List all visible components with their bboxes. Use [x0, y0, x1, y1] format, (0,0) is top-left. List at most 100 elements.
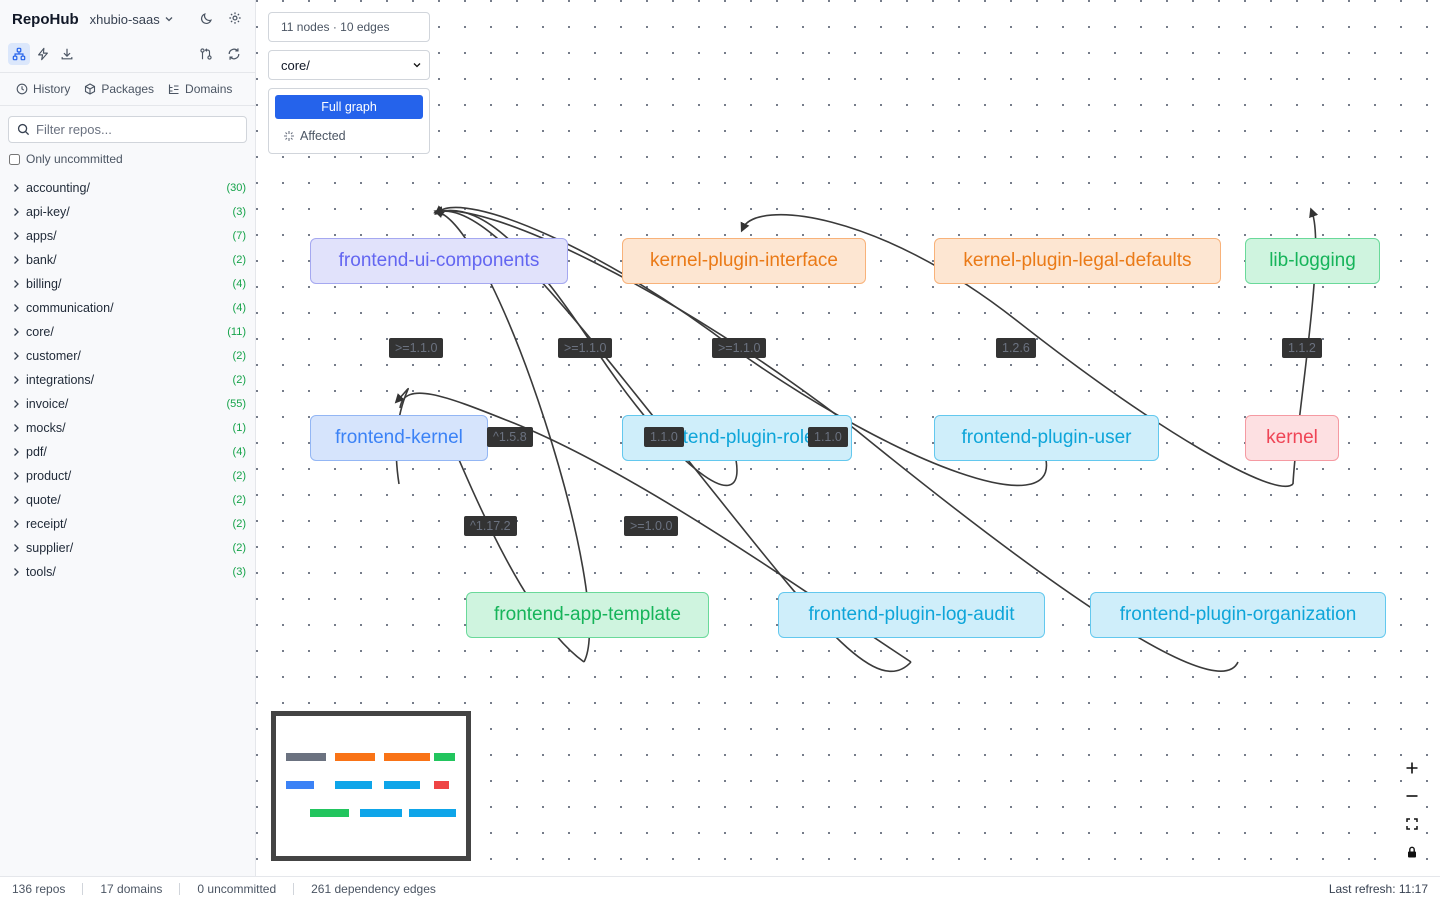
fit-view-button[interactable] — [1399, 812, 1425, 836]
domain-name: integrations/ — [26, 373, 95, 387]
domain-item[interactable]: tools/ (3) — [0, 560, 255, 584]
edge-label: >=1.1.0 — [389, 338, 444, 358]
domain-name: apps/ — [26, 229, 57, 243]
domain-count: (3) — [232, 566, 246, 578]
status-domains: 17 domains — [100, 881, 163, 896]
domain-item[interactable]: core/(11) — [0, 320, 255, 344]
graph-mode-panel: Full graph Affected — [268, 88, 430, 154]
domain-item[interactable]: customer/(2) — [0, 344, 255, 368]
minimap-node — [360, 809, 402, 817]
domain-select-value: core/ — [281, 57, 310, 73]
app-brand: RepoHub — [12, 10, 79, 28]
nav-history[interactable]: History — [16, 82, 70, 96]
chevron-right-icon — [14, 544, 19, 552]
full-graph-button[interactable]: Full graph — [275, 95, 423, 119]
lock-button[interactable] — [1399, 840, 1425, 864]
chevron-right-icon — [14, 352, 19, 360]
domain-item[interactable]: pdf/(4) — [0, 440, 255, 464]
graph-canvas[interactable]: frontend-ui-components kernel-plugin-int… — [256, 0, 1440, 876]
graph-node[interactable]: frontend-plugin-user — [934, 415, 1159, 461]
domain-count: (2) — [232, 470, 246, 482]
domain-item[interactable]: integrations/(2) — [0, 368, 255, 392]
graph-node[interactable]: frontend-plugin-organization — [1090, 592, 1386, 638]
minus-icon — [1406, 795, 1418, 797]
domain-item[interactable]: billing/(4) — [0, 272, 255, 296]
domain-item[interactable]: mocks/(1) — [0, 416, 255, 440]
domain-count: (55) — [226, 398, 246, 410]
graph-node[interactable]: frontend-kernel — [310, 415, 488, 461]
search-icon — [17, 123, 30, 136]
nav-domains-label: Domains — [185, 82, 233, 96]
nav-domains[interactable]: Domains — [168, 82, 232, 96]
minimap[interactable] — [271, 711, 471, 861]
domain-name: api-key/ — [26, 205, 70, 219]
domain-count: (4) — [232, 446, 246, 458]
domain-item[interactable]: api-key/(3) — [0, 200, 255, 224]
edge-label: 1.2.6 — [996, 338, 1036, 358]
nav-packages[interactable]: Packages — [84, 82, 154, 96]
zoom-in-button[interactable] — [1399, 756, 1425, 780]
status-edges: 261 dependency edges — [311, 881, 436, 896]
graph-node[interactable]: kernel-plugin-legal-defaults — [934, 238, 1221, 284]
domain-name: core/ — [26, 325, 54, 339]
lightning-icon[interactable] — [32, 43, 54, 65]
graph-stats: 11 nodes · 10 edges — [268, 12, 430, 42]
domain-item[interactable]: communication/(4) — [0, 296, 255, 320]
node-label: frontend-plugin-roles — [649, 427, 825, 448]
sidebar-header: RepoHub xhubio-saas — [0, 0, 255, 38]
theme-toggle-moon-icon[interactable] — [199, 10, 215, 26]
domain-item[interactable]: quote/(2) — [0, 488, 255, 512]
chevron-right-icon — [14, 184, 19, 192]
git-compare-icon[interactable] — [195, 43, 217, 65]
domain-item[interactable]: invoice/(55) — [0, 392, 255, 416]
graph-node[interactable]: frontend-plugin-log-audit — [778, 592, 1045, 638]
domain-name: accounting/ — [26, 181, 90, 195]
domain-item[interactable]: accounting/(30) — [0, 176, 255, 200]
domain-name: mocks/ — [26, 421, 66, 435]
domain-item[interactable]: receipt/ (2) — [0, 512, 255, 536]
status-last-refresh: Last refresh: 11:17 — [1328, 881, 1428, 896]
affected-label: Affected — [300, 129, 346, 143]
affected-button[interactable]: Affected — [275, 124, 423, 148]
graph-node[interactable]: kernel — [1245, 415, 1339, 461]
domain-name: tools/ — [26, 565, 56, 579]
settings-gear-icon[interactable] — [227, 10, 243, 26]
domain-count: (2) — [232, 518, 246, 530]
edge-label: >=1.1.0 — [712, 338, 767, 358]
graph-node[interactable]: frontend-app-template — [466, 592, 709, 638]
node-label: lib-logging — [1269, 250, 1356, 271]
download-icon[interactable] — [56, 43, 78, 65]
filter-repos-input[interactable] — [36, 122, 236, 137]
minimap-node — [335, 753, 375, 761]
domain-name: product/ — [26, 469, 72, 483]
domain-name: customer/ — [26, 349, 81, 363]
fit-view-icon — [1406, 818, 1418, 830]
domain-name: receipt/ — [26, 517, 67, 531]
domain-item[interactable]: bank/(2) — [0, 248, 255, 272]
minimap-node — [384, 753, 430, 761]
workspace-selector[interactable]: xhubio-saas — [90, 12, 174, 27]
filter-repos-field[interactable] — [8, 116, 247, 143]
only-uncommitted-checkbox[interactable] — [9, 153, 20, 165]
graph-node[interactable]: lib-logging — [1245, 238, 1380, 284]
domain-select[interactable]: core/ — [268, 50, 430, 80]
graph-view-icon[interactable] — [8, 43, 30, 65]
only-uncommitted-toggle[interactable]: Only uncommitted — [9, 152, 123, 166]
domain-item[interactable]: apps/(7) — [0, 224, 255, 248]
domain-item[interactable]: product/ (2) — [0, 464, 255, 488]
domain-item[interactable]: supplier/(2) — [0, 536, 255, 560]
graph-node[interactable]: kernel-plugin-interface — [622, 238, 866, 284]
node-label: frontend-plugin-organization — [1119, 604, 1357, 625]
plus-icon — [1406, 762, 1418, 774]
refresh-icon[interactable] — [223, 43, 245, 65]
zoom-out-button[interactable] — [1399, 784, 1425, 808]
graph-node[interactable]: frontend-ui-components — [310, 238, 568, 284]
minimap-node — [286, 781, 314, 789]
minimap-node — [310, 809, 349, 817]
domain-name: billing/ — [26, 277, 62, 291]
chevron-right-icon — [14, 232, 19, 240]
chevron-right-icon — [14, 472, 19, 480]
clock-icon — [16, 83, 28, 95]
chevron-right-icon — [14, 400, 19, 408]
sidebar-nav: History Packages Domains — [0, 72, 255, 106]
